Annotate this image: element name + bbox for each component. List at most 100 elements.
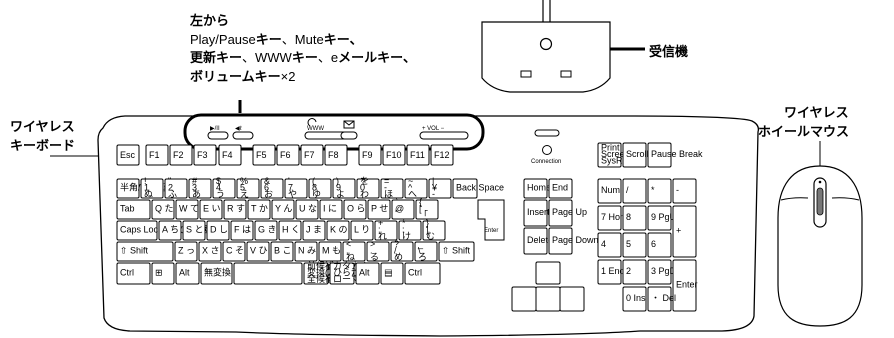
key-row5-3[interactable]: 無変換: [200, 262, 233, 285]
key-row4-0[interactable]: ⇧ Shift: [116, 241, 174, 262]
key-row4-11[interactable]: _\ろ: [414, 239, 438, 262]
key-row3-2[interactable]: S と: [182, 220, 206, 241]
key-row2-0[interactable]: Tab: [116, 199, 151, 220]
key-numpad-minus[interactable]: -: [672, 178, 697, 204]
key-row5-9[interactable]: Ctrl: [404, 262, 441, 285]
key-row3-8[interactable]: K の: [326, 220, 350, 241]
key-row1-2[interactable]: "2ふ: [164, 176, 188, 199]
key-row4-3[interactable]: C そ: [222, 241, 246, 262]
key-row1-10[interactable]: を0わ: [356, 176, 380, 199]
key-numpad-star[interactable]: *: [647, 178, 672, 204]
key-f8[interactable]: F8: [324, 144, 348, 166]
key-row5-1[interactable]: ⊞: [151, 262, 175, 285]
key-insert[interactable]: Insert: [523, 199, 550, 227]
key-row1-8[interactable]: (8ゆ: [308, 176, 332, 199]
key-f2[interactable]: F2: [169, 144, 193, 166]
wireless-mouse[interactable]: [777, 165, 863, 327]
key-row4-12[interactable]: ⇧ Shift: [438, 241, 475, 262]
key-row1-4[interactable]: $4う: [212, 176, 236, 199]
key-arrow-up[interactable]: [535, 261, 561, 285]
key-row4-9[interactable]: >.る: [366, 239, 390, 262]
key-row5-4[interactable]: [233, 262, 303, 285]
key-system-2[interactable]: Pause Break: [647, 142, 703, 168]
key-row1-1[interactable]: !1ぬ: [140, 176, 164, 199]
key-f4[interactable]: F4: [218, 144, 242, 166]
key-row2-2[interactable]: W て: [175, 199, 199, 220]
key-enter[interactable]: Enter: [477, 199, 505, 241]
key-numpad-8[interactable]: 8: [622, 205, 647, 231]
key-f7[interactable]: F7: [300, 144, 324, 166]
mouse-wheel[interactable]: [816, 187, 824, 216]
key-f10[interactable]: F10: [382, 144, 406, 166]
key-f6[interactable]: F6: [276, 144, 300, 166]
key-row2-6[interactable]: Y ん: [271, 199, 295, 220]
key-delete[interactable]: Delete: [523, 227, 553, 255]
key-row5-7[interactable]: Alt: [355, 262, 380, 285]
key-f12[interactable]: F12: [430, 144, 454, 166]
key-row5-2[interactable]: Alt: [175, 262, 200, 285]
key-row2-9[interactable]: O ら: [343, 199, 367, 220]
key-row2-1[interactable]: Q た: [151, 199, 175, 220]
key-row4-8[interactable]: <,ね: [342, 239, 366, 262]
key-row3-3[interactable]: D し: [206, 220, 230, 241]
key-numpad-6[interactable]: 6: [647, 232, 672, 258]
key-f3[interactable]: F3: [193, 144, 217, 166]
key-numpad-1[interactable]: 1 End: [597, 259, 625, 285]
key-esc[interactable]: Esc: [116, 144, 140, 166]
key-row3-11[interactable]: *:け: [398, 218, 422, 241]
key-row2-12[interactable]: {[「: [415, 197, 439, 220]
email-key[interactable]: [340, 131, 358, 140]
key-row2-3[interactable]: E い: [199, 199, 223, 220]
key-row1-7[interactable]: '7や: [284, 176, 308, 199]
key-f9[interactable]: F9: [358, 144, 382, 166]
key-row3-12[interactable]: }]む: [422, 218, 446, 241]
key-f1[interactable]: F1: [145, 144, 169, 166]
key-end[interactable]: End: [548, 178, 573, 199]
media-key-0[interactable]: ▶/II: [207, 126, 229, 140]
key-row2-7[interactable]: U な: [295, 199, 319, 220]
key-row3-1[interactable]: A ち: [158, 220, 182, 241]
key-row3-5[interactable]: G き: [254, 220, 278, 241]
key-row3-6[interactable]: H く: [278, 220, 302, 241]
key-row1-13[interactable]: |¥-: [428, 176, 452, 199]
key-row4-1[interactable]: Z っ: [174, 241, 198, 262]
key-numpad-enter[interactable]: Enter: [672, 259, 698, 312]
key-arrow-left[interactable]: [511, 286, 537, 312]
key-row3-9[interactable]: L り: [350, 220, 374, 241]
key-numpad-plus[interactable]: +: [672, 205, 697, 258]
key-numpad-5[interactable]: 5: [622, 232, 647, 258]
key-row3-4[interactable]: F は: [230, 220, 254, 241]
key-row1-6[interactable]: &6お: [260, 176, 284, 199]
key-row4-5[interactable]: B こ: [270, 241, 294, 262]
key-numpad-2[interactable]: 2: [622, 259, 647, 285]
key-pagedown[interactable]: Page Down: [548, 227, 599, 255]
key-numlock[interactable]: Num Lock: [597, 178, 642, 204]
key-row1-12[interactable]: ~^へ: [404, 176, 428, 199]
key-arrow-right[interactable]: [559, 286, 585, 312]
key-f11[interactable]: F11: [406, 144, 430, 166]
key-row3-10[interactable]: +;れ: [374, 218, 398, 241]
key-numpad-slash[interactable]: /: [622, 178, 647, 204]
key-row5-0[interactable]: Ctrl: [116, 262, 151, 285]
key-row1-3[interactable]: #3あ: [188, 176, 212, 199]
key-numpad-9[interactable]: 9 PgUp: [647, 205, 681, 231]
key-f5[interactable]: F5: [252, 144, 276, 166]
key-row1-11[interactable]: =-ほ: [380, 176, 404, 199]
key-numpad-3[interactable]: 3 PgDn: [647, 259, 681, 285]
key-numpad-del[interactable]: ・ Del: [647, 286, 676, 312]
media-key-1[interactable]: ◀ℓ: [232, 125, 254, 140]
key-numpad-4[interactable]: 4: [597, 232, 622, 258]
key-row2-8[interactable]: I に: [319, 199, 343, 220]
key-arrow-down[interactable]: [535, 286, 561, 312]
key-row4-6[interactable]: N み: [294, 241, 318, 262]
key-row4-10[interactable]: ?/め: [390, 239, 414, 262]
key-home[interactable]: Home: [523, 178, 551, 199]
key-row4-7[interactable]: M も: [318, 241, 342, 262]
key-row1-9[interactable]: )9よ: [332, 176, 356, 199]
key-numpad-0[interactable]: 0 Ins: [622, 286, 647, 312]
key-row4-4[interactable]: V ひ: [246, 241, 270, 262]
key-row2-5[interactable]: T か: [247, 199, 271, 220]
connection-button[interactable]: Connection: [531, 129, 561, 165]
